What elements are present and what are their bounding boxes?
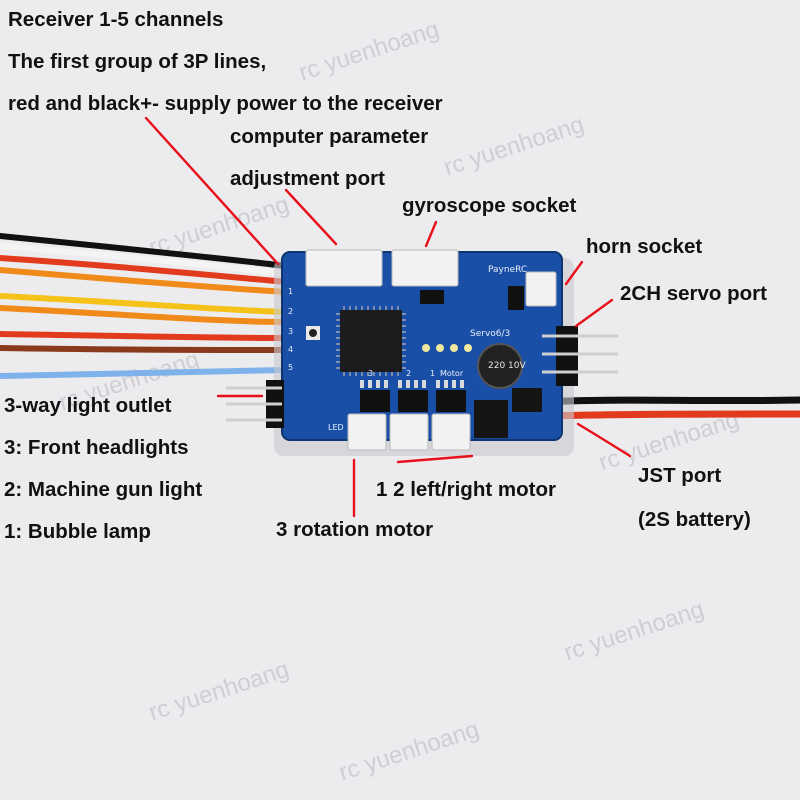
label-machine-gun-light: 2: Machine gun light [4, 478, 203, 501]
label-computer-parameter: computer parameter [230, 125, 429, 148]
motor-number: 3 [368, 369, 373, 378]
label-front-headlights: 3: Front headlights [4, 436, 189, 459]
label-left-right-motor: 1 2 left/right motor [376, 478, 556, 501]
label-receiver: Receiver 1-5 channels [8, 8, 224, 31]
label-horn-socket: horn socket [586, 235, 703, 258]
label-power: red and black+- supply power to the rece… [8, 92, 443, 115]
label-first-group: The first group of 3P lines, [8, 50, 267, 73]
mcu-chip [340, 310, 402, 372]
channel-number: 2 [288, 307, 293, 316]
board-model: Servo6/3 [470, 329, 510, 339]
channel-number: 5 [288, 363, 293, 372]
capacitor-text: 220 10V [488, 361, 526, 371]
board-brand: PayneRC [488, 265, 527, 275]
motor-number: 1 [430, 369, 435, 378]
channel-number: 1 [288, 287, 293, 296]
label-rotation-motor: 3 rotation motor [276, 518, 434, 541]
label-bubble-lamp: 1: Bubble lamp [4, 520, 151, 543]
label-adjustment-port: adjustment port [230, 167, 385, 190]
label-battery: (2S battery) [638, 508, 751, 531]
channel-number: 4 [288, 345, 293, 354]
motor-number: 2 [406, 369, 411, 378]
annotation-lines [144, 116, 632, 518]
led-silkscreen: LED [328, 423, 344, 432]
label-light-outlet: 3-way light outlet [4, 394, 172, 417]
pcb-board [282, 252, 562, 440]
channel-number: 3 [288, 327, 293, 336]
label-gyroscope-socket: gyroscope socket [402, 194, 577, 217]
battery-wires [536, 396, 800, 420]
label-servo-port: 2CH servo port [620, 282, 767, 305]
capacitor [478, 344, 522, 388]
receiver-wires [0, 233, 289, 379]
label-jst-port: JST port [638, 464, 722, 487]
motor-silkscreen: Motor [440, 369, 464, 378]
